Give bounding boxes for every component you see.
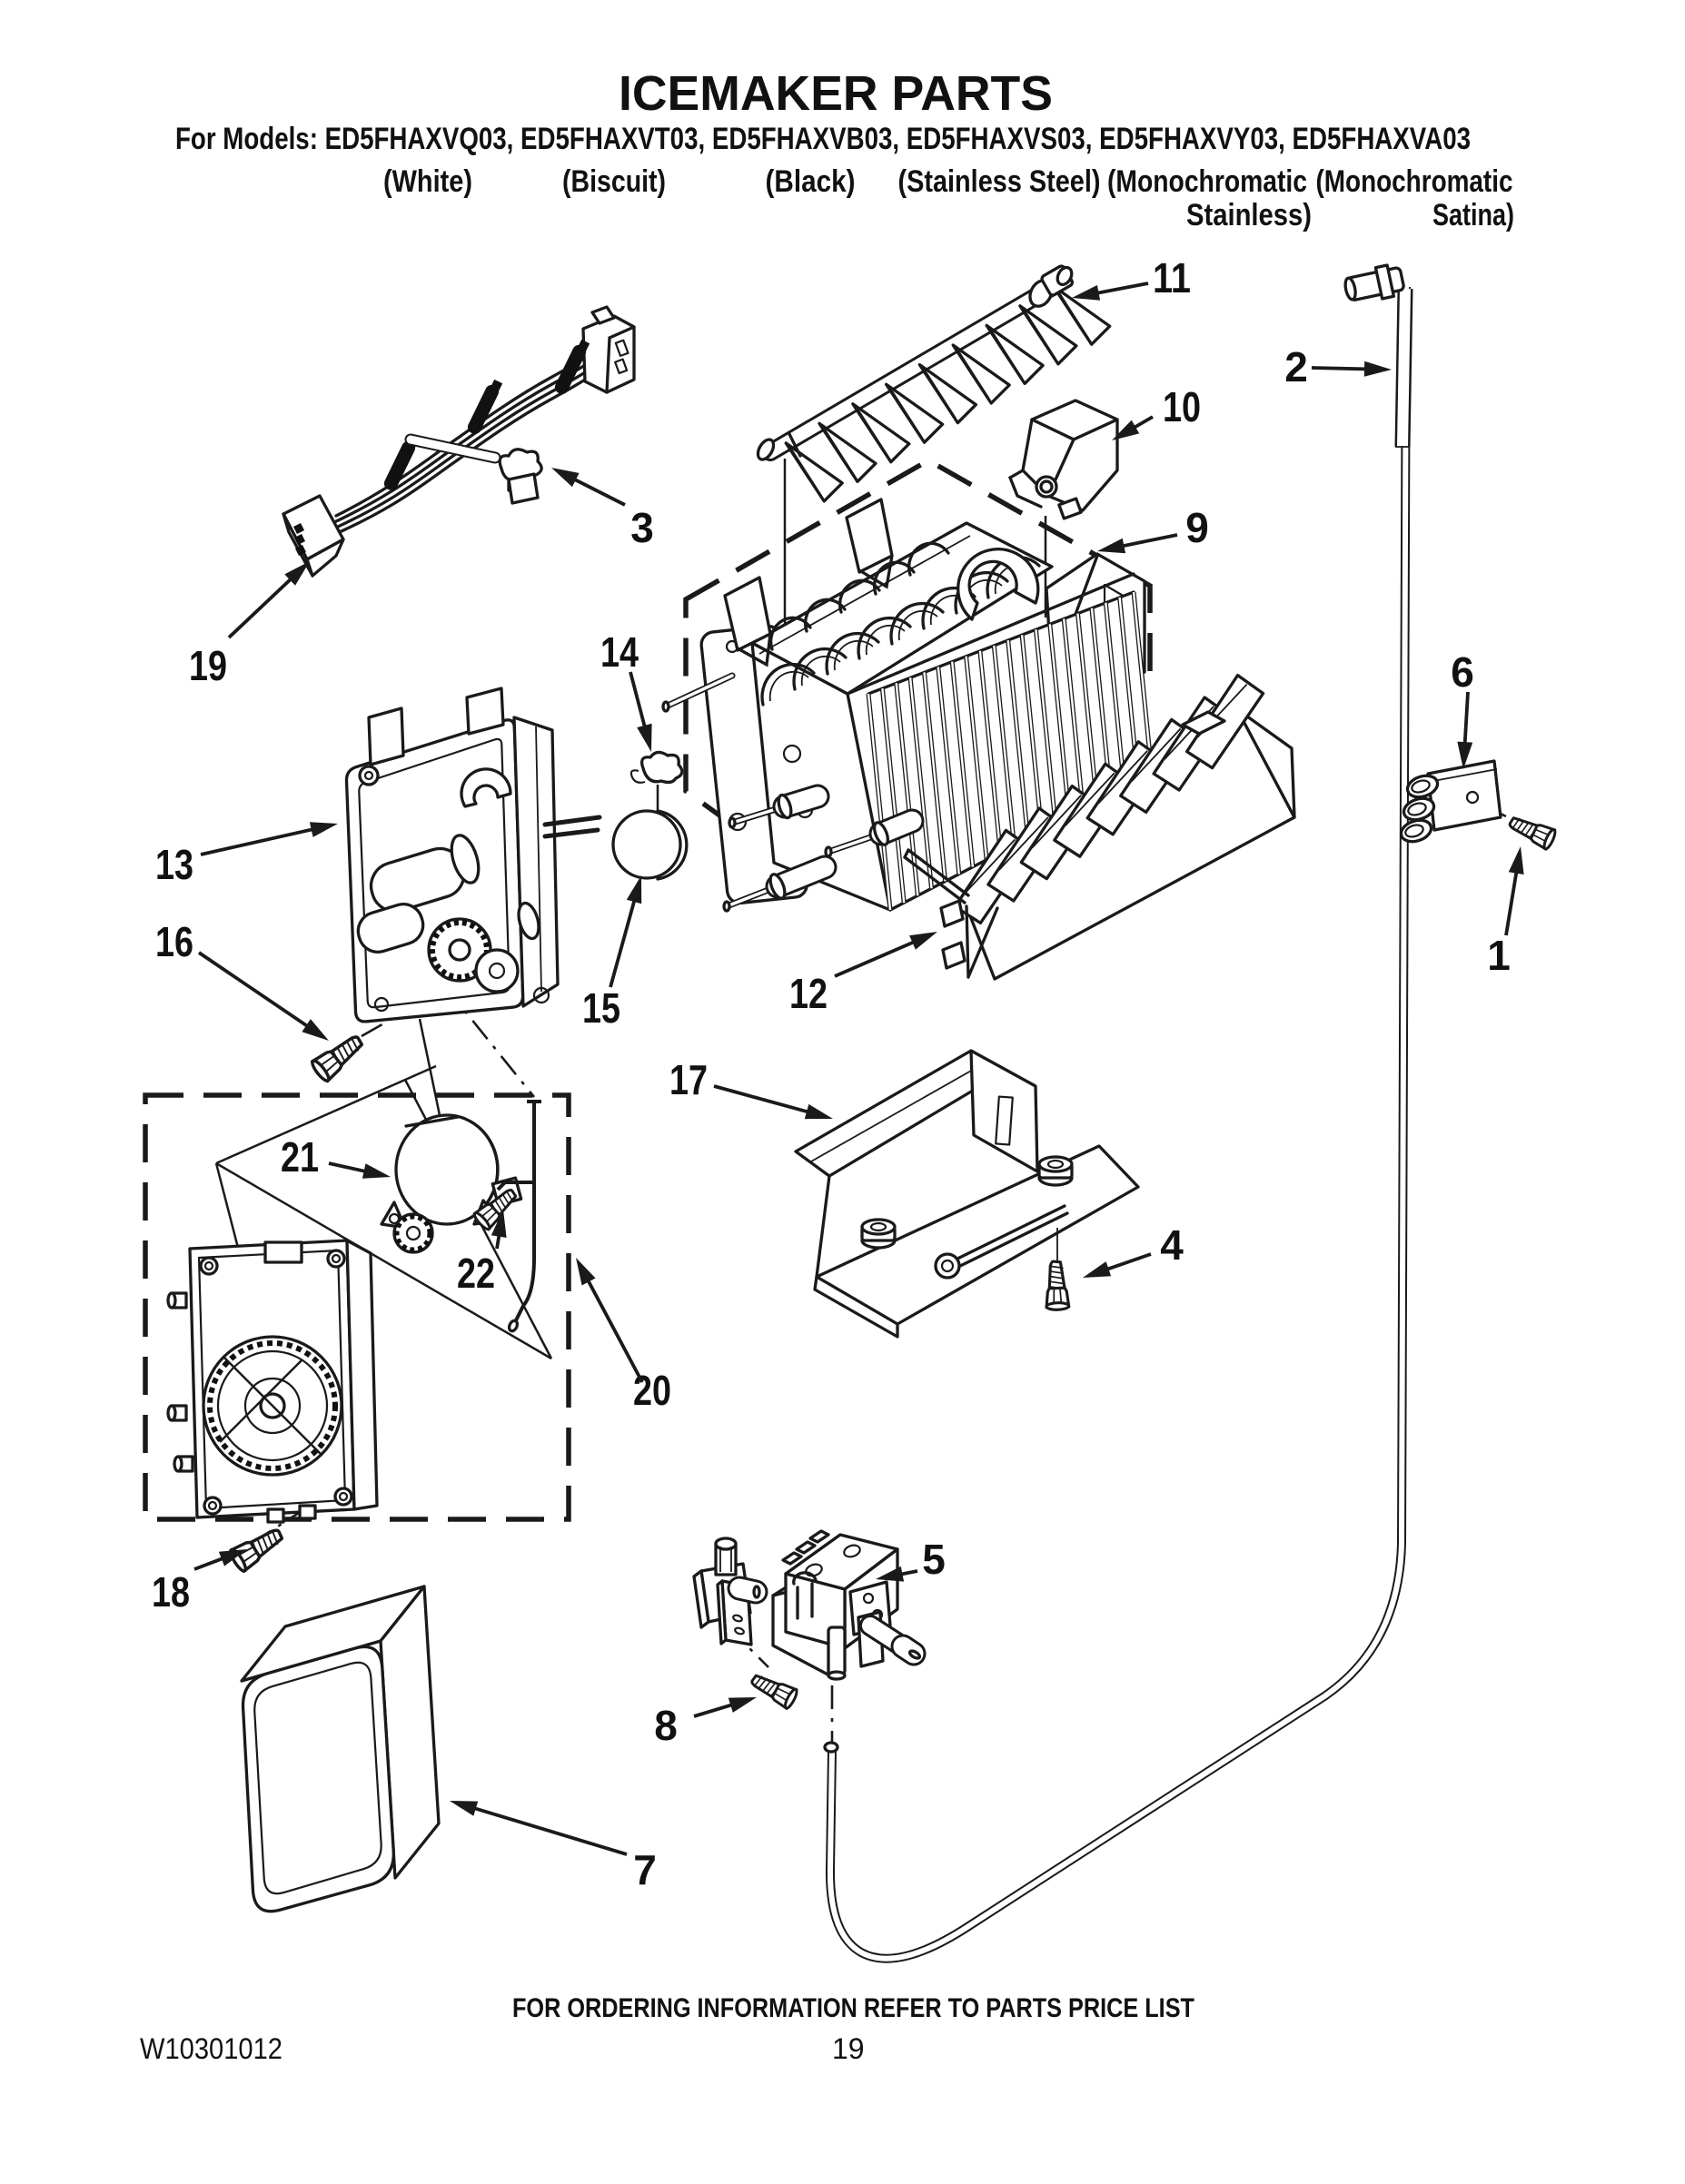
svg-text:4: 4 (1160, 1221, 1184, 1269)
svg-text:(Stainless Steel): (Stainless Steel) (898, 164, 1101, 199)
svg-text:2: 2 (1284, 343, 1308, 390)
svg-text:10: 10 (1163, 383, 1201, 430)
svg-text:11: 11 (1153, 254, 1191, 301)
svg-text:19: 19 (189, 642, 227, 689)
svg-text:(Black): (Black) (766, 164, 856, 199)
svg-text:FOR ORDERING INFORMATION REFER: FOR ORDERING INFORMATION REFER TO PARTS … (512, 1993, 1194, 2023)
svg-text:(Monochromatic: (Monochromatic (1316, 164, 1513, 199)
svg-text:(Biscuit): (Biscuit) (562, 164, 666, 199)
svg-text:14: 14 (600, 628, 639, 676)
svg-text:19: 19 (832, 2032, 865, 2065)
svg-text:15: 15 (582, 984, 620, 1032)
svg-text:13: 13 (155, 841, 193, 888)
svg-text:18: 18 (152, 1568, 190, 1616)
svg-text:3: 3 (630, 504, 654, 551)
svg-text:9: 9 (1185, 504, 1209, 551)
svg-text:12: 12 (789, 970, 828, 1017)
svg-text:5: 5 (922, 1536, 946, 1583)
svg-text:16: 16 (155, 918, 193, 965)
svg-text:Satina): Satina) (1432, 198, 1514, 232)
svg-text:21: 21 (281, 1133, 319, 1181)
svg-text:6: 6 (1451, 648, 1474, 696)
svg-text:17: 17 (669, 1056, 708, 1103)
svg-text:For Models: ED5FHAXVQ03, ED5FH: For Models: ED5FHAXVQ03, ED5FHAXVT03, ED… (175, 122, 1471, 156)
svg-text:7: 7 (633, 1846, 657, 1893)
svg-text:8: 8 (654, 1702, 678, 1749)
svg-text:ICEMAKER PARTS: ICEMAKER PARTS (619, 66, 1053, 121)
svg-text:(Monochromatic: (Monochromatic (1107, 164, 1307, 199)
svg-text:(White): (White) (383, 164, 472, 199)
svg-text:1: 1 (1487, 932, 1511, 979)
svg-text:22: 22 (457, 1250, 495, 1297)
svg-text:W10301012: W10301012 (140, 2032, 282, 2065)
svg-text:Stainless): Stainless) (1186, 198, 1312, 232)
